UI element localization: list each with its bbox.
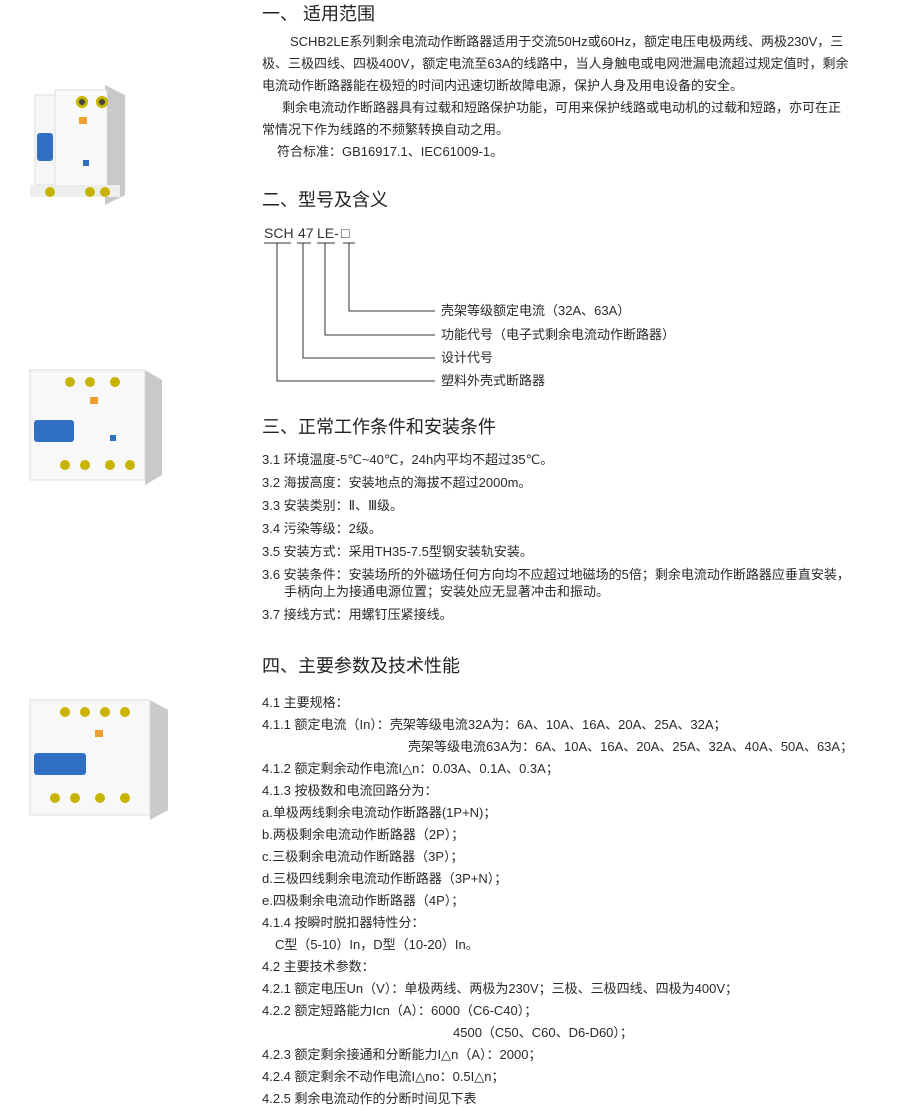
model-label-current: 壳架等级额定电流（32A、63A） bbox=[441, 303, 631, 318]
product-image-2pole-breaker bbox=[30, 85, 125, 205]
section1-title: 一、 适用范围 bbox=[262, 4, 376, 24]
parameter-item: 4.2.5 剩余电流动作的分断时间见下表 bbox=[262, 1091, 477, 1106]
condition-item: 3.7 接线方式：用螺钉压紧接线。 bbox=[262, 607, 453, 622]
parameter-item: 4.2 主要技术参数： bbox=[262, 959, 375, 974]
section3-title: 三、正常工作条件和安装条件 bbox=[262, 417, 496, 437]
section4-title: 四、主要参数及技术性能 bbox=[262, 656, 460, 676]
condition-item: 3.1 环境温度-5℃~40℃，24h内平均不超过35℃。 bbox=[262, 452, 554, 467]
section1-line: SCHB2LE系列剩余电流动作断路器适用于交流50Hz或60Hz，额定电压电极两… bbox=[290, 34, 844, 49]
model-label-function: 功能代号（电子式剩余电流动作断路器） bbox=[441, 327, 676, 342]
model-code-diagram: SCH 47 LE- □ bbox=[264, 225, 435, 382]
section1-line: 电流动作断路器能在极短的时间内迅速切断故障电源，保护人身及用电设备的安全。 bbox=[262, 78, 744, 93]
parameter-item: 4.1.3 按极数和电流回路分为： bbox=[262, 783, 438, 798]
parameter-item: b.两极剩余电流动作断路器（2P）； bbox=[262, 827, 465, 842]
condition-item: 3.5 安装方式：采用TH35-7.5型钢安装轨安装。 bbox=[262, 544, 533, 559]
parameter-item: 4.2.4 额定剩余不动作电流I△no：0.5I△n； bbox=[262, 1069, 505, 1084]
code-part-current: □ bbox=[341, 225, 350, 241]
condition-item: 3.4 污染等级：2级。 bbox=[262, 521, 382, 536]
parameter-item: 4.2.1 额定电压Un（V）：单极两线、两极为230V；三极、三极四线、四极为… bbox=[262, 981, 739, 996]
condition-item: 3.6 安装条件：安装场所的外磁场任何方向均不应超过地磁场的5倍；剩余电流动作断… bbox=[262, 567, 850, 582]
parameter-item: c.三极剩余电流动作断路器（3P）； bbox=[262, 849, 464, 864]
product-image-3pole-breaker bbox=[29, 369, 162, 485]
parameter-item: 4.1.2 额定剩余动作电流I△n：0.03A、0.1A、0.3A； bbox=[262, 761, 559, 776]
code-part-series: SCH bbox=[264, 225, 294, 241]
condition-item: 3.2 海拔高度：安装地点的海拔不超过2000m。 bbox=[262, 475, 532, 490]
condition-item: 3.3 安装类别：Ⅱ、Ⅲ级。 bbox=[262, 498, 404, 513]
parameter-item: 4.1 主要规格： bbox=[262, 695, 349, 710]
section1-line: 常情况下作为线路的不频繁转换自动之用。 bbox=[262, 122, 510, 137]
condition-item: 手柄向上为接通电源位置；安装处应无显著冲击和振动。 bbox=[284, 584, 610, 599]
parameter-item: C型（5-10）In，D型（10-20）In。 bbox=[275, 937, 479, 952]
parameter-item: 4.2.2 额定短路能力Icn（A）：6000（C6-C40）； bbox=[262, 1003, 538, 1018]
section1-line: 剩余电流动作断路器具有过载和短路保护功能，可用来保护线路或电动机的过载和短路，亦… bbox=[282, 100, 842, 115]
parameter-item: a.单极两线剩余电流动作断路器(1P+N)； bbox=[262, 805, 497, 820]
parameter-item: 4.1.4 按瞬时脱扣器特性分： bbox=[262, 915, 425, 930]
model-label-series: 塑料外壳式断路器 bbox=[441, 373, 546, 388]
parameter-item: 壳架等级电流63A为：6A、10A、16A、20A、25A、32A、40A、50… bbox=[408, 739, 854, 754]
parameter-item: 4.1.1 额定电流（In）：壳架等级电流32A为：6A、10A、16A、20A… bbox=[262, 717, 727, 732]
product-image-4pole-breaker bbox=[29, 699, 168, 820]
parameter-item: 4.2.3 额定剩余接通和分断能力I△n（A）：2000； bbox=[262, 1047, 542, 1062]
section1-line: 极、三极四线、四极400V，额定电流至63A的线路中，当人身触电或电网泄漏电流超… bbox=[262, 56, 849, 71]
model-label-design: 设计代号 bbox=[441, 350, 494, 365]
section1-line: 符合标准：GB16917.1、IEC61009-1。 bbox=[277, 144, 504, 159]
parameter-item: e.四极剩余电流动作断路器（4P）； bbox=[262, 893, 465, 908]
code-part-design: 47 bbox=[298, 225, 314, 241]
section2-title: 二、型号及含义 bbox=[262, 190, 388, 210]
parameter-item: d.三极四线剩余电流动作断路器（3P+N）； bbox=[262, 871, 508, 886]
code-part-function: LE- bbox=[317, 225, 339, 241]
parameter-item: 4500（C50、C60、D6-D60）； bbox=[453, 1025, 633, 1040]
